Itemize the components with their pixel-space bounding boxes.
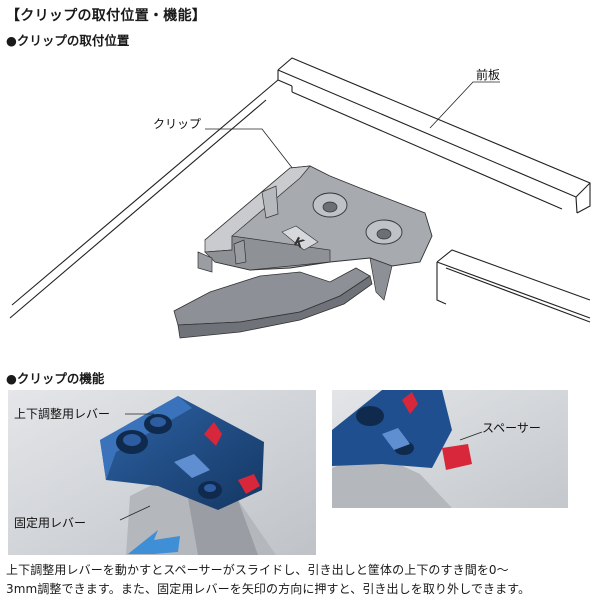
front-panel-label: 前板 bbox=[476, 68, 501, 82]
page-title: 【クリップの取付位置・機能】 bbox=[6, 8, 207, 24]
updown-lever-label: 上下調整用レバー bbox=[14, 407, 111, 421]
clip-function-photo-left bbox=[8, 390, 316, 555]
clip-label: クリップ bbox=[153, 117, 202, 131]
clip-drawing: K bbox=[173, 165, 433, 339]
section-heading-position: ●クリップの取付位置 bbox=[6, 33, 130, 48]
description-caption: 上下調整用レバーを動かすとスペーサーがスライドし、引き出しと筐体の上下のすき間を… bbox=[6, 561, 598, 599]
caption-line-2: 3mm調整できます。また、固定用レバーを矢印の方向に押すと、引き出しを取り外しで… bbox=[6, 582, 531, 596]
section-heading-function: ●クリップの機能 bbox=[6, 371, 105, 386]
spacer-label: スペーサー bbox=[482, 421, 541, 435]
clip-function-photo-right bbox=[332, 390, 568, 508]
fixing-lever-label: 固定用レバー bbox=[14, 516, 87, 530]
caption-line-1: 上下調整用レバーを動かすとスペーサーがスライドし、引き出しと筐体の上下のすき間を… bbox=[6, 563, 509, 577]
mounting-position-diagram: K bbox=[9, 57, 591, 339]
